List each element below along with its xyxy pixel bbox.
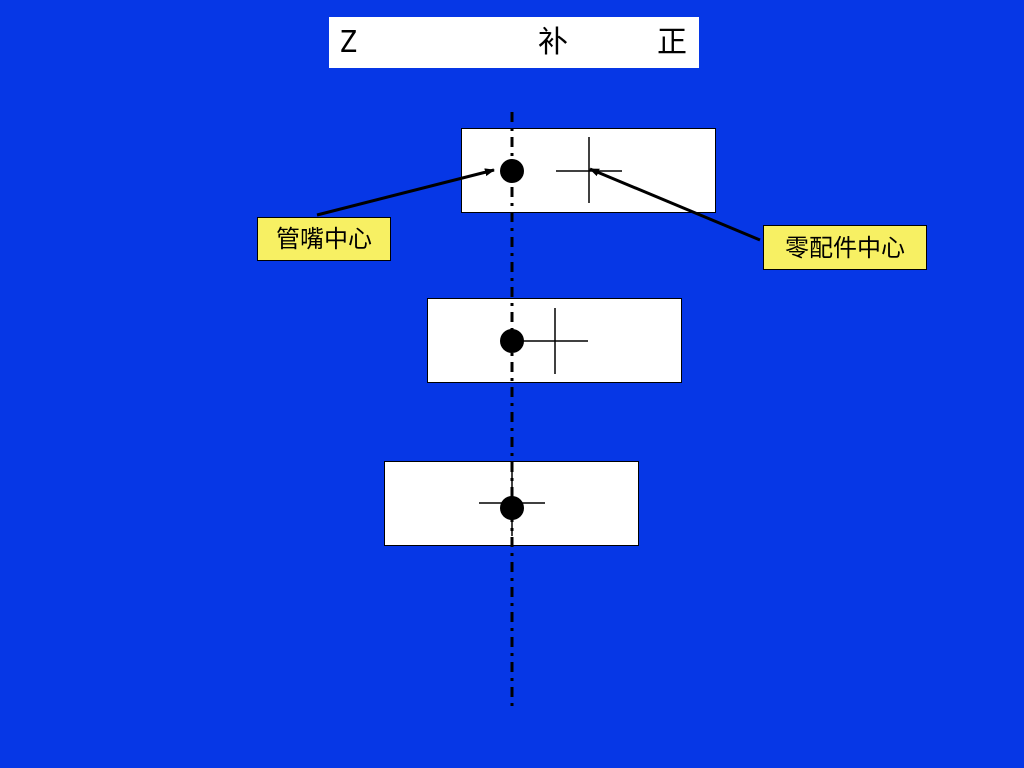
alignment-panel-offset-small bbox=[427, 298, 682, 383]
alignment-panel-aligned bbox=[384, 461, 639, 546]
title-text-z: Z bbox=[339, 25, 358, 60]
alignment-panel-offset-large bbox=[461, 128, 716, 213]
title-box: Z 补 正 bbox=[329, 17, 699, 68]
title-text-zheng: 正 bbox=[657, 25, 687, 60]
title-text-bu: 补 bbox=[538, 25, 568, 60]
nozzle-center-label: 管嘴中心 bbox=[257, 217, 391, 261]
part-center-label: 零配件中心 bbox=[763, 225, 927, 270]
